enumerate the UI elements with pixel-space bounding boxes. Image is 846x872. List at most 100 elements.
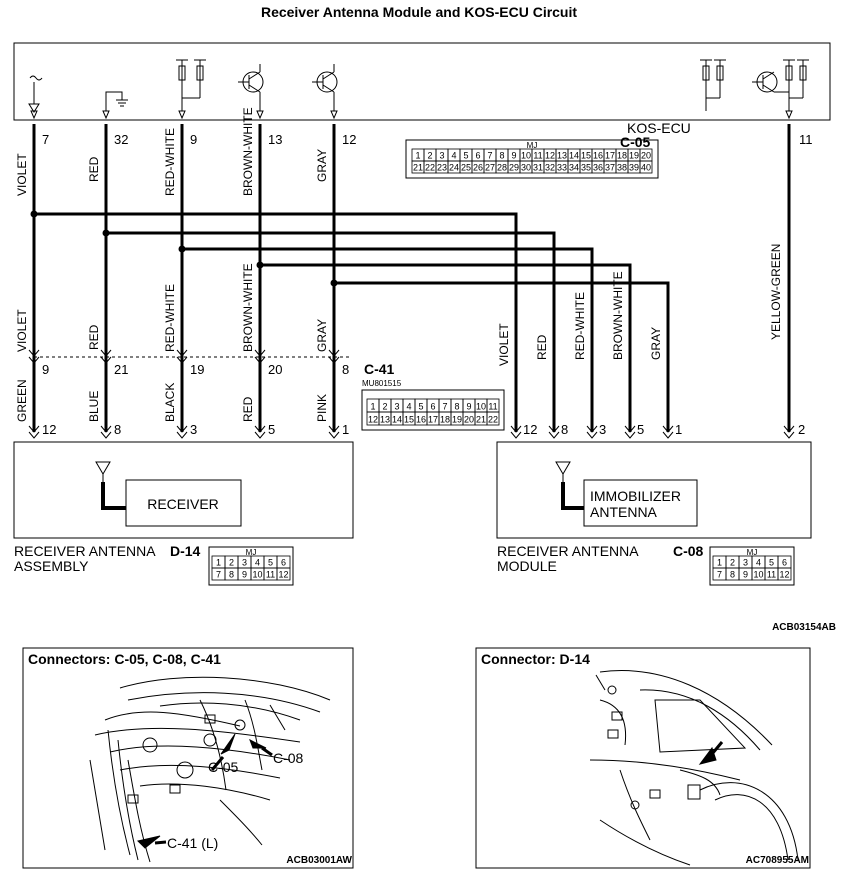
connector-cell-number: 3 <box>394 402 399 412</box>
connector-cell-number: 1 <box>415 151 420 161</box>
ecu-pin-12: 12 <box>342 132 356 147</box>
photo-right-frame <box>475 647 811 869</box>
module-wire-brownwhite: BROWN-WHITE <box>611 271 625 360</box>
connector-cell-number: 23 <box>437 163 447 173</box>
connector-cell-number: 3 <box>743 558 748 568</box>
immobilizer-label-1: IMMOBILIZER <box>590 488 681 504</box>
connector-cell-number: 8 <box>229 570 234 580</box>
wire-label-red-mid: RED <box>87 324 101 350</box>
wire-label-brownwhite-top: BROWN-WHITE <box>241 107 255 196</box>
c41-pin-21: 21 <box>114 362 128 377</box>
connector-cell-number: 12 <box>545 151 555 161</box>
receiver-module-label-1: RECEIVER ANTENNA <box>497 543 639 559</box>
callout-c41: C-41 (L) <box>167 835 218 851</box>
connector-code: MJ <box>527 141 538 150</box>
ecu-internal-symbols <box>28 59 809 113</box>
wire-label-violet-top: VIOLET <box>15 153 29 196</box>
immobilizer-inner-box <box>583 479 698 527</box>
wire-label-redwhite-mid: RED-WHITE <box>163 284 177 352</box>
wires <box>32 124 791 432</box>
connector-cell-number: 9 <box>242 570 247 580</box>
connector-cell-number: 25 <box>461 163 471 173</box>
ecu-pin-32: 32 <box>114 132 128 147</box>
module-pin-5: 5 <box>637 422 644 437</box>
connector-cell-number: 21 <box>413 163 423 173</box>
connector-cell-number: 7 <box>216 570 221 580</box>
ecu-connector-id: C-05 <box>620 134 651 150</box>
connector-cell-number: 21 <box>476 415 486 425</box>
connector-cell-number: 7 <box>487 151 492 161</box>
module-wire-red: RED <box>535 334 549 360</box>
connector-cell-number: 18 <box>617 151 627 161</box>
module-pin-3: 3 <box>599 422 606 437</box>
receiver-assembly-label-1: RECEIVER ANTENNA <box>14 543 156 559</box>
module-wire-gray: GRAY <box>649 327 663 360</box>
wire-label-brownwhite-mid: BROWN-WHITE <box>241 263 255 352</box>
immobilizer-label-2: ANTENNA <box>590 504 658 520</box>
connector-cell-number: 2 <box>427 151 432 161</box>
connector-cell-number: 29 <box>509 163 519 173</box>
connector-cell-number: 11 <box>488 402 497 412</box>
connector-cell-number: 4 <box>255 558 260 568</box>
assembly-pin-12: 12 <box>42 422 56 437</box>
connector-cell-number: 40 <box>641 163 651 173</box>
connector-cell-number: 4 <box>406 402 411 412</box>
module-pin-12: 12 <box>523 422 537 437</box>
receiver-assembly-label-2: ASSEMBLY <box>14 558 89 574</box>
connector-cell-number: 5 <box>268 558 273 568</box>
wire-label-red-low: RED <box>241 396 255 422</box>
connector-cell-number: 17 <box>428 415 438 425</box>
connector-cell-number: 30 <box>521 163 531 173</box>
ecu-pin-9: 9 <box>190 132 197 147</box>
figure-code: ACB03154AB <box>772 622 836 633</box>
connector-cell-number: 24 <box>449 163 459 173</box>
connector-cell-number: 10 <box>252 570 262 580</box>
receiver-module-label-2: MODULE <box>497 558 557 574</box>
connector-cell-number: 5 <box>463 151 468 161</box>
connector-cell-number: 39 <box>629 163 639 173</box>
connector-cell-number: 1 <box>717 558 722 568</box>
connector-cell-number: 20 <box>464 415 474 425</box>
receiver-inner-box <box>125 479 242 527</box>
connector-cell-number: 13 <box>380 415 390 425</box>
connector-cell-number: 13 <box>557 151 567 161</box>
connector-cell-number: 10 <box>521 151 531 161</box>
callout-arrows <box>137 733 273 849</box>
connector-cell-number: 35 <box>581 163 591 173</box>
connector-cell-number: 12 <box>368 415 378 425</box>
connector-cell-number: 1 <box>216 558 221 568</box>
connector-cell-number: 8 <box>499 151 504 161</box>
wire-label-pink: PINK <box>315 394 329 422</box>
connector-cell-number: 9 <box>743 570 748 580</box>
module-pin-1: 1 <box>675 422 682 437</box>
wire-label-yellowgreen: YELLOW-GREEN <box>769 244 783 340</box>
connector-cell-number: 12 <box>779 570 789 580</box>
assembly-pin-8: 8 <box>114 422 121 437</box>
connector-cell-number: 27 <box>485 163 495 173</box>
connector-cell-number: 22 <box>425 163 435 173</box>
callout-c05: C-05 <box>208 759 239 775</box>
connector-code: MJ <box>246 548 257 557</box>
rear-quarter-illustration <box>589 670 799 866</box>
photo-right-code: AC708955AM <box>746 855 809 866</box>
c41-connector-id: C-41 <box>364 361 395 377</box>
connector-cell-number: 6 <box>782 558 787 568</box>
connector-cell-number: 20 <box>641 151 651 161</box>
callout-arrow-d14 <box>698 741 724 765</box>
connector-cell-number: 7 <box>717 570 722 580</box>
dashboard-wiring-illustration <box>89 676 331 863</box>
connector-cell-number: 33 <box>557 163 567 173</box>
wire-label-black: BLACK <box>163 383 177 422</box>
connector-cell-number: 18 <box>440 415 450 425</box>
connector-cell-number: 5 <box>418 402 423 412</box>
connector-cell-number: 9 <box>511 151 516 161</box>
ecu-name: KOS-ECU <box>627 120 691 136</box>
connector-cell <box>486 411 500 426</box>
connector-cell-number: 4 <box>756 558 761 568</box>
wire-label-redwhite-top: RED-WHITE <box>163 128 177 196</box>
photo-right-title: Connector: D-14 <box>481 651 590 667</box>
